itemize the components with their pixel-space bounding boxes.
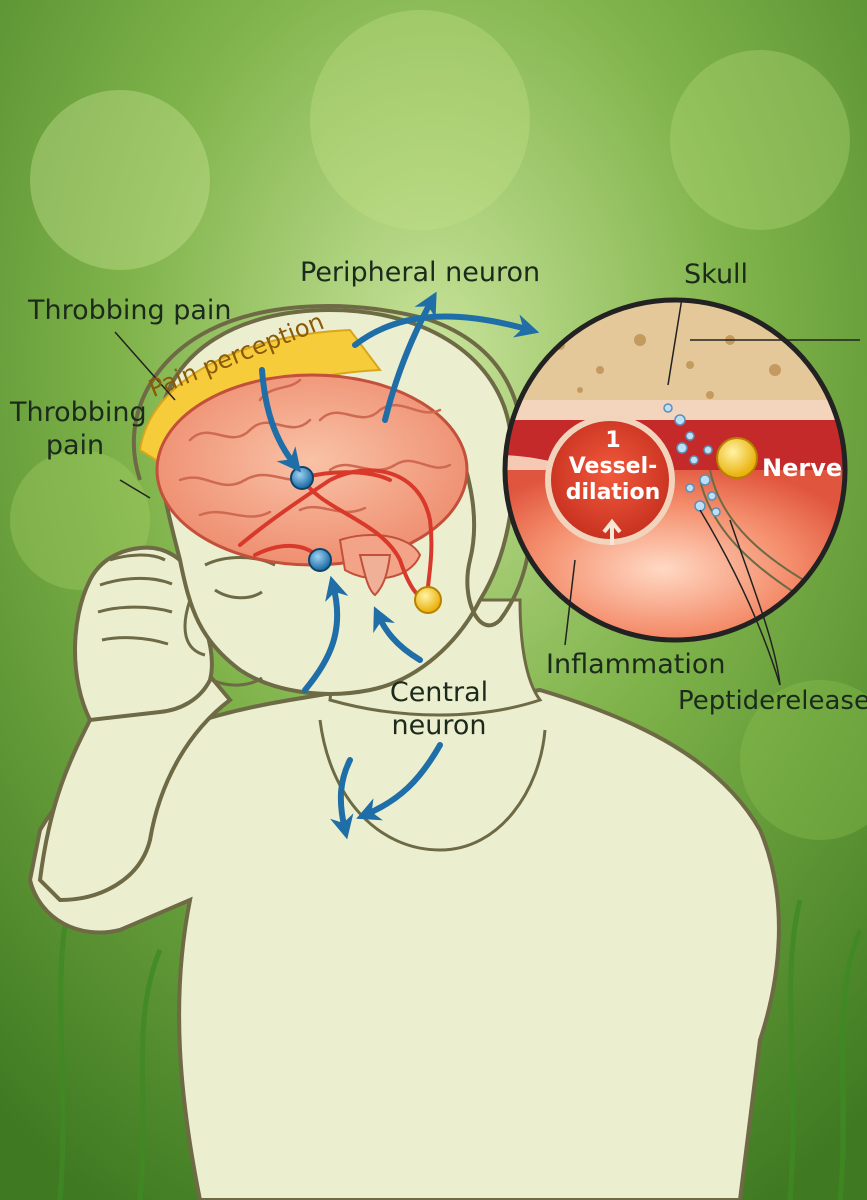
torso: [27, 687, 781, 1200]
hand: [73, 545, 214, 723]
brain: [155, 373, 469, 567]
peptide-particles: [663, 403, 721, 517]
trigeminal-node: [414, 586, 442, 614]
label-central-neuron: Central neuron: [389, 677, 489, 741]
meninges-layer: [505, 400, 845, 420]
central-junction-node: [290, 466, 314, 490]
signal-arrows: [259, 291, 540, 840]
label-inflammation: Inflammation: [546, 649, 726, 680]
label-throbbing-pain-side: Throbbing pain: [10, 397, 147, 461]
shirt-collar: [318, 719, 547, 852]
nerve-node: [716, 437, 758, 479]
lower-blue-node: [308, 548, 332, 572]
brainstem: [358, 554, 392, 597]
fingers: [97, 553, 173, 646]
leader-lines: [114, 331, 176, 499]
dilation-arrow-icon: [602, 518, 622, 545]
nose: [183, 599, 206, 657]
label-peripheral-neuron: Peripheral neuron: [300, 257, 541, 288]
label-nerve: Nerve: [762, 454, 843, 482]
label-throbbing-pain-top: Throbbing pain: [28, 295, 232, 326]
foliage-blobs: [10, 10, 867, 840]
label-vessel-dilation: 1 Vessel- dilation: [565, 428, 661, 505]
inset-magnifier: [502, 297, 860, 643]
inset-leader-lines: [564, 297, 781, 686]
closed-eye: [214, 588, 263, 600]
mouth: [211, 676, 263, 687]
label-peptide-release: Peptiderelease: [678, 686, 867, 716]
label-skull: Skull: [684, 259, 749, 290]
grass-stems: [57, 899, 863, 1200]
